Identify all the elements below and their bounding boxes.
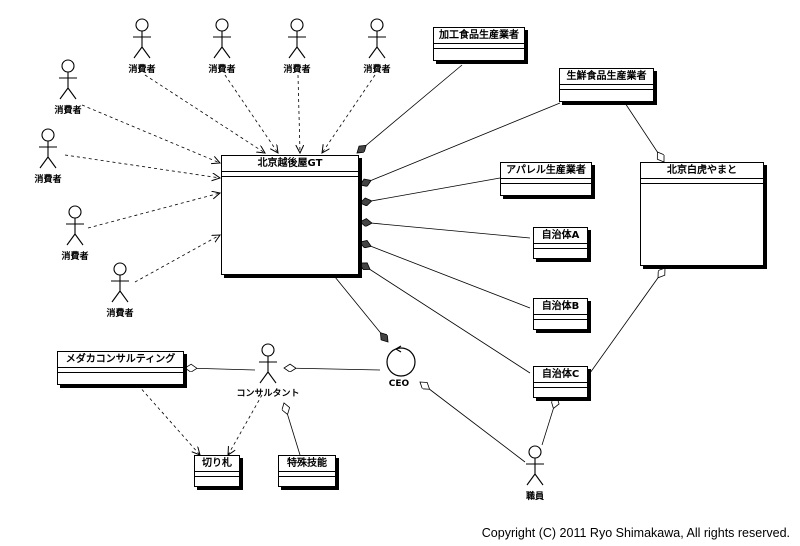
agg-muni-c	[360, 263, 531, 374]
agg-fresh-food	[360, 102, 561, 185]
agg-tokushu-consultant	[284, 403, 301, 456]
dependency-line	[64, 154, 220, 178]
dependency-line	[87, 193, 220, 229]
consumer-actor-icon	[368, 18, 386, 59]
consumer-actor-icon	[39, 128, 57, 169]
attributes-section	[279, 472, 335, 477]
attributes-section	[534, 383, 587, 388]
consultant-actor-icon	[259, 343, 277, 384]
attributes-section	[58, 368, 183, 373]
class-name: 加工食品生産業者	[434, 28, 524, 44]
class-yamato[interactable]: 北京白虎やまと	[640, 162, 764, 266]
dependency-line	[224, 74, 278, 153]
agg-yamato-c	[589, 268, 665, 374]
consumer-label: 消費者	[34, 175, 62, 185]
staff-label: 職員	[525, 492, 545, 502]
attributes-section	[434, 44, 524, 49]
attributes-section	[222, 172, 358, 177]
class-kirifuda[interactable]: 切り札	[194, 455, 240, 487]
class-name: 自治体C	[534, 367, 587, 383]
class-tokushu[interactable]: 特殊技能	[278, 455, 336, 487]
attributes-section	[641, 179, 763, 184]
dependency-line	[322, 74, 376, 153]
class-name: アパレル生産業者	[501, 163, 591, 179]
consumer-label: 消費者	[283, 65, 311, 75]
attributes-section	[534, 244, 587, 249]
consumer-label: 消費者	[54, 106, 82, 116]
class-name: 切り札	[195, 456, 239, 472]
consumer-dependencies	[64, 74, 376, 455]
ceo-control-circle	[386, 345, 416, 377]
consumer-actor-icon	[66, 205, 84, 246]
class-fresh-food[interactable]: 生鮮食品生産業者	[559, 68, 654, 102]
consumer-actor-icon	[288, 18, 306, 59]
class-name: 生鮮食品生産業者	[560, 69, 653, 85]
consumer-actor-icon	[133, 18, 151, 59]
agg-muni-b	[360, 242, 531, 309]
class-name: 北京越後屋GT	[222, 156, 358, 172]
agg-processed-food	[357, 64, 463, 153]
attributes-section	[195, 472, 239, 477]
consultant-label: コンサルタント	[236, 389, 300, 399]
agg-fresh-yamato	[624, 102, 664, 162]
consumer-actor-icon	[213, 18, 231, 59]
consumer-label: 消費者	[363, 65, 391, 75]
class-muni-c[interactable]: 自治体C	[533, 366, 588, 398]
consumer-actor-icon	[59, 59, 77, 100]
class-processed-food[interactable]: 加工食品生産業者	[433, 27, 525, 61]
aggregation-lines	[185, 64, 665, 463]
attributes-section	[560, 85, 653, 90]
consumer-label: 消費者	[61, 252, 89, 262]
agg-apparel	[360, 177, 501, 203]
agg-ceo	[334, 276, 388, 342]
attributes-section	[534, 315, 587, 320]
agg-staff-ceo	[420, 382, 526, 463]
agg-muni-a	[360, 222, 531, 239]
consumer-label: 消費者	[208, 65, 236, 75]
class-name: 特殊技能	[279, 456, 335, 472]
ceo-label: CEO	[388, 379, 410, 389]
copyright-notice: Copyright (C) 2011 Ryo Shimakawa, All ri…	[481, 526, 790, 540]
agg-staff-muni-c	[541, 397, 557, 446]
consumer-label: 消費者	[128, 65, 156, 75]
consumer-actor-icon	[111, 262, 129, 303]
class-name: 自治体B	[534, 299, 587, 315]
agg-consultant-medaka	[185, 368, 256, 370]
class-muni-a[interactable]: 自治体A	[533, 227, 588, 259]
dependency-line	[298, 74, 300, 153]
class-muni-b[interactable]: 自治体B	[533, 298, 588, 330]
dependency-line	[81, 104, 220, 163]
class-name: 北京白虎やまと	[641, 163, 763, 179]
staff-actor-icon	[526, 445, 544, 486]
class-hokkaido-gt[interactable]: 北京越後屋GT	[221, 155, 359, 275]
class-name: 自治体A	[534, 228, 587, 244]
agg-ceo-consultant	[284, 368, 381, 370]
class-apparel[interactable]: アパレル生産業者	[500, 162, 592, 196]
dependency-line	[134, 235, 220, 283]
class-name: メダカコンサルティング	[58, 352, 183, 368]
class-medaka[interactable]: メダカコンサルティング	[57, 351, 184, 385]
consumer-label: 消費者	[106, 309, 134, 319]
attributes-section	[501, 179, 591, 184]
